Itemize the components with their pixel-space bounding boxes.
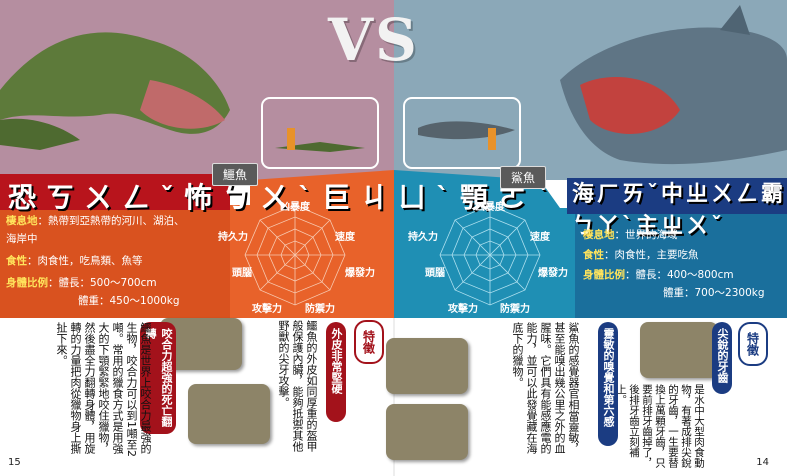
text-line: 量把肉從獵物身上撕扯下來。 [55, 322, 82, 454]
feature2-badge: 咬合力超強的死亡翻轉 [140, 322, 176, 434]
habitat-label: 棲息地 [6, 215, 38, 227]
food-label: 食性 [583, 249, 604, 261]
vs-heading: VS [328, 6, 419, 74]
food-value: 肉食性，主要吃魚 [614, 249, 699, 261]
text-line: 尖銳的牙齒，一 [667, 384, 692, 468]
feature1-badge: 尖銳的牙齒 [712, 322, 732, 394]
photo-placeholder [188, 384, 270, 444]
text-line: 牙齒掉了，後排 [628, 384, 653, 468]
crocodile-illustration [0, 32, 230, 150]
text-line: 甚至能嗅出幾公里之外的血 [553, 322, 566, 454]
page-number-right: 14 [756, 457, 769, 468]
stat-label-left: 頭腦 [232, 268, 252, 279]
radar-chart-left [244, 204, 346, 306]
food-label: 食性 [6, 255, 27, 267]
text-line: 噸。常用的獵食方式是用強大 [97, 322, 124, 454]
weight-value: 體重：450～1000kg [78, 295, 180, 307]
text-line: 是水中大型肉食 [693, 384, 705, 458]
text-line: 鯊魚的感覺器官相當靈敏， [567, 322, 580, 454]
text-line: 生要替換上萬顆 [654, 384, 679, 468]
weight-value: 體重：700～2300kg [663, 287, 765, 299]
text-line: 鱷魚是世界上咬合力最強的 [139, 322, 152, 454]
size-label: 身體比例 [6, 277, 48, 289]
size-label: 身體比例 [583, 269, 625, 281]
stat-label-top-left: 持久力 [218, 232, 248, 243]
feature-heading: 特徵 [738, 322, 768, 366]
photo-placeholder [386, 404, 468, 460]
stat-label-top-right: 速度 [530, 232, 550, 243]
stat-label-bottom-right: 防禦力 [305, 304, 335, 315]
left-info: 棲息地：熱帶到亞熱帶的河川、湖泊、海岸中 食性：肉食性，吃鳥類、魚等 身體比例：… [6, 212, 191, 310]
habitat-value: 世界的海域 [625, 229, 678, 241]
feature-heading: 特徵 [354, 320, 384, 364]
stat-label-top: 凶暴度 [475, 202, 505, 213]
text-line: 野獸的尖牙攻擊。 [277, 320, 290, 408]
text-line: 盡全力翻轉身體，用旋轉的力 [69, 322, 96, 454]
habitat-value: 熱帶到亞熱帶的河川、湖泊、海岸中 [6, 215, 185, 245]
stat-label-bottom-left: 攻擊力 [252, 304, 282, 315]
stat-label-top-right: 速度 [335, 232, 355, 243]
feature1-text: 是水中大型肉食動物，有著成排尖銳的牙齒，一生要替換上萬顆牙齒，只要前排牙齒掉了，… [614, 384, 705, 472]
photo-placeholder [386, 338, 468, 394]
photo-placeholder [640, 322, 718, 378]
feature1-text: 鱷魚的外皮如同厚重的盔甲般保護內臟，能夠抵禦其他野獸的尖牙攻擊。 [276, 320, 318, 455]
stat-label-top: 凶暴度 [280, 202, 310, 213]
left-title-bar [0, 174, 230, 210]
right-title: 海ㄏㄞˇ中ㄓㄨㄥ霸ㄅㄚˋ主ㄓㄨˇ [572, 182, 787, 239]
stat-label-left: 頭腦 [425, 268, 445, 279]
left-title: 恐ㄎㄨㄥˇ怖ㄅㄨˋ巨ㄐㄩˋ顎ㄜˋ [8, 181, 561, 214]
text-line: 底下的獵物。 [511, 322, 524, 388]
right-title-bar [567, 178, 787, 214]
text-line: 的下顎緊緊地咬住獵物，然後 [83, 322, 110, 454]
length-value: 體長：500～700cm [58, 277, 157, 289]
text-line: 腥味。它們具有能感應電的能 [525, 322, 552, 454]
food-value: 肉食性，吃鳥類、魚等 [37, 255, 143, 267]
stat-label-top-left: 持久力 [408, 232, 438, 243]
feature2-text: 鱷魚是世界上咬合力最強的生物，咬合力可以到1噸至2噸。常用的獵食方式是用強大的下… [54, 322, 152, 457]
stat-label-right: 爆發力 [345, 268, 375, 279]
right-species-tag: 鯊魚 [500, 166, 547, 189]
text-line: 鱷魚的外皮如同厚重的盔甲 [305, 320, 318, 452]
feature2-badge: 靈敏的嗅覺和第六感 [598, 322, 618, 446]
stat-label-bottom-right: 防禦力 [500, 304, 530, 315]
text-line: 牙齒，只要前排 [641, 384, 666, 468]
habitat-label: 棲息地 [583, 229, 615, 241]
left-species-tag: 鱷魚 [212, 163, 259, 186]
text-line: 牙齒立刻補上。 [615, 384, 640, 458]
stat-label-bottom-left: 攻擊力 [448, 304, 478, 315]
text-line: 動物，有著成排 [680, 384, 705, 468]
radar-chart-right [439, 204, 541, 306]
text-line: 般保護內臟，能夠抵禦其他 [291, 320, 304, 452]
right-info: 棲息地：世界的海域 食性：肉食性，主要吃魚 身體比例：體長：400～800cm … [583, 226, 783, 302]
text-line: 生物，咬合力可以到1噸至2 [125, 322, 138, 457]
stat-label-right: 爆發力 [538, 268, 568, 279]
text-line: 力，並可以此發覺藏在海 [525, 333, 538, 454]
length-value: 體長：400～800cm [635, 269, 734, 281]
shark-illustration [560, 5, 787, 165]
feature1-badge: 外皮非常堅硬 [326, 322, 346, 422]
page-number-left: 15 [8, 457, 21, 468]
feature2-text: 鯊魚的感覺器官相當靈敏，甚至能嗅出幾公里之外的血腥味。它們具有能感應電的能力，並… [510, 322, 580, 462]
